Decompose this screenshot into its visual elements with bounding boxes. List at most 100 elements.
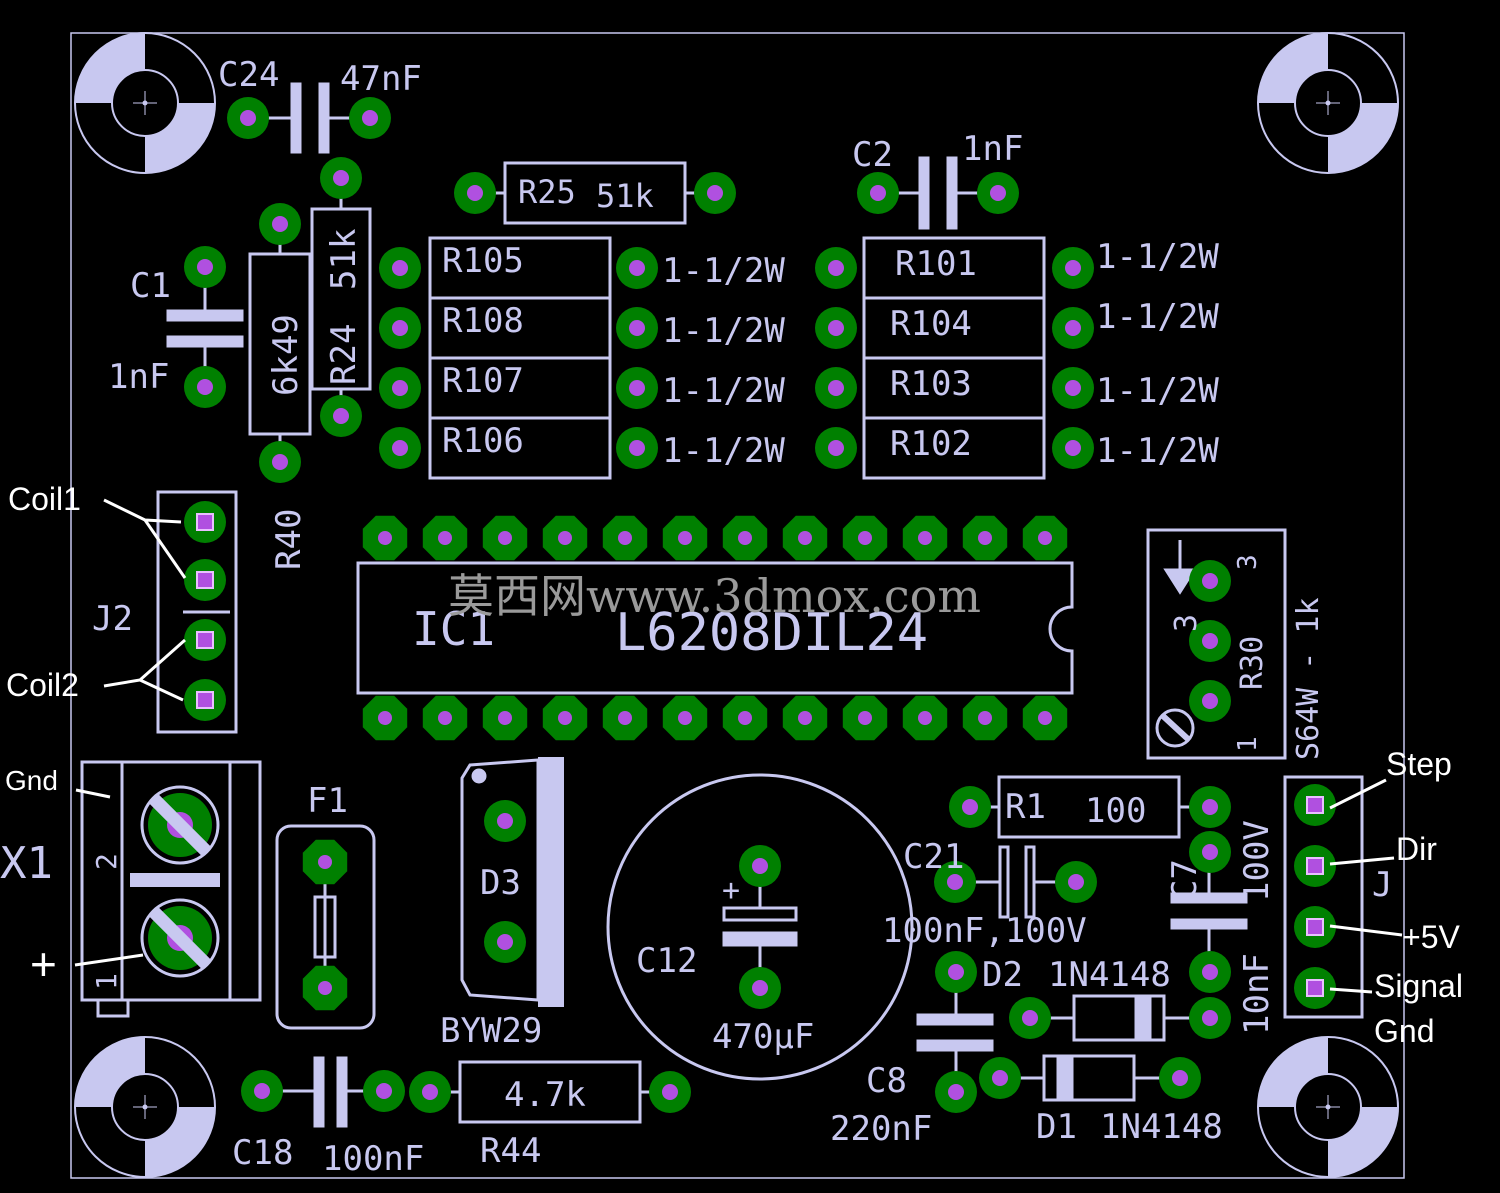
label-r106-rating: 1-1/2W — [662, 431, 785, 471]
label-j2: J2 — [92, 599, 133, 639]
pad-rbank-l-2-a — [379, 367, 421, 409]
label-r103-rating: 1-1/2W — [1096, 371, 1219, 411]
pad-rbank-r-2-a — [815, 367, 857, 409]
pad-ic1-top-10 — [902, 515, 948, 561]
label-c8-value: 220nF — [830, 1109, 932, 1149]
pad-r30-1 — [1189, 560, 1231, 602]
label-c1-value: 1nF — [108, 357, 169, 397]
label-x1-pin1: 1 — [90, 973, 123, 990]
pad-d3-2 — [484, 921, 526, 963]
label-f1: F1 — [307, 781, 348, 821]
pad-r30-2 — [1189, 620, 1231, 662]
label-r30-mark: 3 — [1169, 614, 1204, 632]
pad-r24-2 — [320, 395, 362, 437]
pad-r24-1 — [320, 157, 362, 199]
annotation-plus5v: +5V — [1402, 919, 1460, 955]
label-r30-pin3: 3 — [1233, 554, 1263, 570]
pad-ic1-top-8 — [782, 515, 828, 561]
label-r102: R102 — [890, 424, 972, 464]
pad-c7-2 — [1189, 951, 1231, 993]
pad-rbank-r-1-b — [1052, 307, 1094, 349]
pad-c1-1 — [184, 246, 226, 288]
mounting-hole-bl — [74, 1036, 216, 1178]
label-c7: C7 — [1165, 859, 1205, 900]
pad-ic1-bot-12 — [1022, 695, 1068, 741]
pad-rbank-r-0-b — [1052, 247, 1094, 289]
pad-r40-2 — [259, 441, 301, 483]
annotation-dir: Dir — [1396, 831, 1437, 867]
pad-rbank-l-2-b — [616, 367, 658, 409]
label-c12-plus: + — [722, 873, 740, 908]
label-r44: R44 — [480, 1131, 541, 1171]
pad-ic1-top-6 — [662, 515, 708, 561]
label-r30: R30 — [1235, 636, 1270, 690]
label-c2-value: 1nF — [962, 129, 1023, 169]
pad-x1-1 — [148, 906, 212, 970]
label-r25-value: 51k — [596, 177, 654, 215]
label-c2: C2 — [852, 135, 893, 175]
label-r105-rating: 1-1/2W — [662, 251, 785, 291]
pad-d2-2 — [1189, 997, 1231, 1039]
label-r101: R101 — [895, 244, 977, 284]
pad-c8-1 — [935, 951, 977, 993]
annotation-plus: + — [30, 938, 57, 990]
pad-rbank-l-3-b — [616, 427, 658, 469]
label-r107-rating: 1-1/2W — [662, 371, 785, 411]
pad-ic1-bot-8 — [782, 695, 828, 741]
pad-d1-2 — [1159, 1057, 1201, 1099]
label-c24: C24 — [218, 55, 279, 95]
pad-j-3 — [1294, 906, 1336, 948]
annotation-signal: Signal — [1374, 968, 1463, 1004]
label-r104: R104 — [890, 304, 972, 344]
pad-ic1-top-5 — [602, 515, 648, 561]
label-x1: X1 — [0, 838, 53, 889]
pad-ic1-bot-5 — [602, 695, 648, 741]
pad-ic1-bot-2 — [422, 695, 468, 741]
label-r30-value: S64W - 1k — [1291, 597, 1326, 760]
pad-ic1-top-7 — [722, 515, 768, 561]
label-r107: R107 — [442, 361, 524, 401]
watermark: 莫西网www.3dmox.com — [448, 569, 981, 623]
component-labels: C24 47nF R25 51k C2 1nF C1 1nF 6k49 R40 … — [0, 55, 1392, 1179]
label-r44-value: 4.7k — [504, 1075, 586, 1115]
pads — [148, 97, 1336, 1113]
pad-rbank-r-3-b — [1052, 427, 1094, 469]
annotations: Coil1 Coil2 Gnd + Step Dir +5V Signal Gn… — [5, 481, 1463, 1049]
pad-rbank-l-0-b — [616, 247, 658, 289]
label-j: J — [1372, 865, 1392, 905]
pad-ic1-bot-3 — [482, 695, 528, 741]
pad-ic1-top-2 — [422, 515, 468, 561]
pad-r44-1 — [409, 1071, 451, 1113]
pad-c12-2 — [739, 967, 781, 1009]
label-c21-value: 100nF,100V — [882, 911, 1087, 951]
label-c21: C21 — [903, 837, 964, 877]
annotation-step: Step — [1386, 746, 1452, 782]
pad-j-1 — [1294, 784, 1336, 826]
pad-r44-2 — [649, 1071, 691, 1113]
pad-r30-3 — [1189, 680, 1231, 722]
pad-f1-2 — [302, 965, 348, 1011]
pad-rbank-l-1-a — [379, 307, 421, 349]
annotation-gnd-right: Gnd — [1374, 1013, 1434, 1049]
pad-ic1-bot-9 — [842, 695, 888, 741]
label-ic1-value: L6208DIL24 — [615, 603, 928, 663]
label-r24: R24 — [324, 324, 364, 385]
label-r1: R1 — [1005, 787, 1046, 827]
label-c8: C8 — [866, 1061, 907, 1101]
pad-ic1-top-3 — [482, 515, 528, 561]
label-d3: D3 — [480, 863, 521, 903]
label-r40-value: 6k49 — [266, 314, 306, 396]
pad-c2-2 — [977, 172, 1019, 214]
pad-ic1-bot-4 — [542, 695, 588, 741]
pad-ic1-top-12 — [1022, 515, 1068, 561]
pad-rbank-l-3-a — [379, 427, 421, 469]
annotation-gnd-left: Gnd — [5, 765, 58, 796]
mounting-hole-br — [1257, 1036, 1399, 1178]
pad-rbank-r-2-b — [1052, 367, 1094, 409]
pad-c21-1 — [934, 861, 976, 903]
pad-ic1-bot-7 — [722, 695, 768, 741]
pad-c21-2 — [1055, 861, 1097, 903]
label-r40: R40 — [269, 509, 309, 570]
pad-j-2 — [1294, 845, 1336, 887]
label-r105: R105 — [442, 241, 524, 281]
